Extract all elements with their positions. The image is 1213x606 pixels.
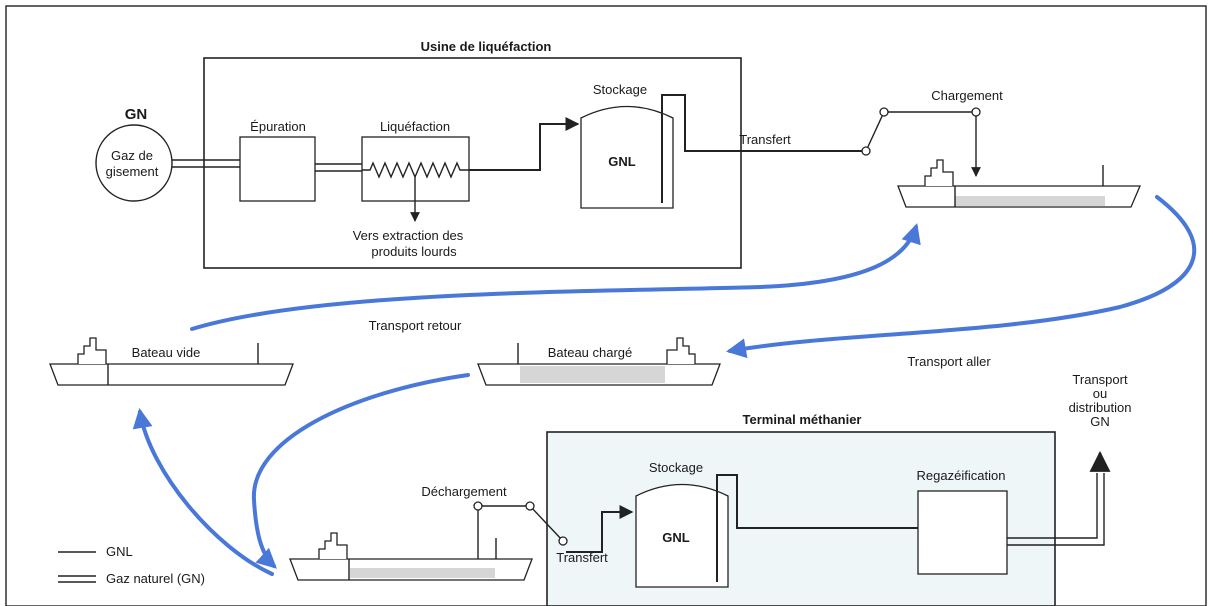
- output-label-2: ou: [1093, 386, 1107, 401]
- liquefaction-plant: Usine de liquéfaction GN Gaz de gisement…: [95, 39, 866, 269]
- storage-gnl-label: GNL: [608, 154, 636, 169]
- ship-unloading: [289, 532, 533, 581]
- bateau-charge-label: Bateau chargé: [548, 345, 633, 360]
- terminal-transfer-label: Transfert: [556, 550, 608, 565]
- bateau-vide-label: Bateau vide: [132, 345, 201, 360]
- ship-loading-cargo: [955, 196, 1105, 206]
- liquefaction-plant-title: Usine de liquéfaction: [421, 39, 552, 54]
- legend-gn-label: Gaz naturel (GN): [106, 571, 205, 586]
- chargement-label: Chargement: [931, 88, 1003, 103]
- output-label-1: Transport: [1072, 372, 1128, 387]
- ship-empty-hull: [49, 363, 294, 386]
- loading-joint-2: [879, 107, 889, 117]
- ship-empty: Bateau vide: [49, 337, 294, 386]
- ship-loaded-bridge: [666, 337, 696, 364]
- terminal-storage-tank: [635, 483, 729, 588]
- transport-unload-arrow: [251, 373, 470, 569]
- gn-label: GN: [125, 106, 148, 123]
- liquefaction-label: Liquéfaction: [380, 119, 450, 134]
- legend-gnl-label: GNL: [106, 544, 133, 559]
- ship-unloading-bridge: [318, 532, 348, 559]
- storage-riser: [661, 94, 866, 203]
- unloading-arm-line: [477, 505, 564, 559]
- output-label-4: GN: [1090, 414, 1110, 429]
- regazeification-box: [917, 490, 1008, 575]
- unloading-joint-3: [558, 536, 568, 546]
- transport-retour-label: Transport retour: [369, 318, 462, 333]
- gn-output-pipe-1: [1007, 473, 1098, 539]
- loading-joint-1: [861, 146, 871, 156]
- transport-outbound-arrow: [726, 195, 1197, 359]
- extraction-label-2: produits lourds: [371, 244, 457, 259]
- gn-output-pipe-2: [1007, 473, 1105, 546]
- gas-field-label-1: Gaz de: [111, 148, 153, 163]
- ship-loading-bridge: [924, 159, 954, 186]
- loading-arm: Chargement: [861, 88, 1003, 177]
- gas-field-circle: [95, 124, 173, 202]
- output-label-3: distribution: [1069, 400, 1132, 415]
- ship-loaded: Bateau chargé: [477, 337, 721, 386]
- terminal-storage-gnl-label: GNL: [662, 530, 690, 545]
- ship-loaded-cargo: [520, 366, 665, 383]
- extraction-label-1: Vers extraction des: [353, 228, 464, 243]
- ship-loading: [897, 159, 1141, 208]
- storage-label: Stockage: [593, 82, 647, 97]
- lng-terminal: Terminal méthanier Stockage GNL Regazéif…: [546, 412, 1105, 606]
- pipe-liquefaction-storage: [469, 117, 580, 171]
- legend: GNL Gaz naturel (GN): [58, 544, 205, 586]
- unloading-arm: Déchargement: [421, 484, 568, 559]
- storage-tank: [580, 105, 674, 209]
- transport-empty-return-arrow: [132, 408, 274, 576]
- ship-unloading-cargo: [350, 568, 495, 578]
- terminal-transfer-pipe: [566, 505, 634, 553]
- unloading-joint-1: [473, 501, 483, 511]
- lng-terminal-title: Terminal méthanier: [743, 412, 862, 427]
- transport-aller-label: Transport aller: [907, 354, 991, 369]
- terminal-storage-label: Stockage: [649, 460, 703, 475]
- loading-arm-line: [865, 111, 981, 177]
- regazeification-label: Regazéification: [917, 468, 1006, 483]
- epuration-box: [239, 136, 316, 202]
- transport-return-arrow: [190, 223, 921, 331]
- unloading-joint-2: [525, 501, 535, 511]
- loading-joint-3: [971, 107, 981, 117]
- outer-border: [5, 5, 1207, 606]
- gas-field-label-2: gisement: [106, 164, 159, 179]
- dechargement-label: Déchargement: [421, 484, 507, 499]
- epuration-label: Épuration: [250, 119, 306, 134]
- transfer-label-plant: Transfert: [739, 132, 791, 147]
- ship-empty-bridge: [77, 337, 107, 364]
- terminal-storage-riser: [716, 474, 918, 582]
